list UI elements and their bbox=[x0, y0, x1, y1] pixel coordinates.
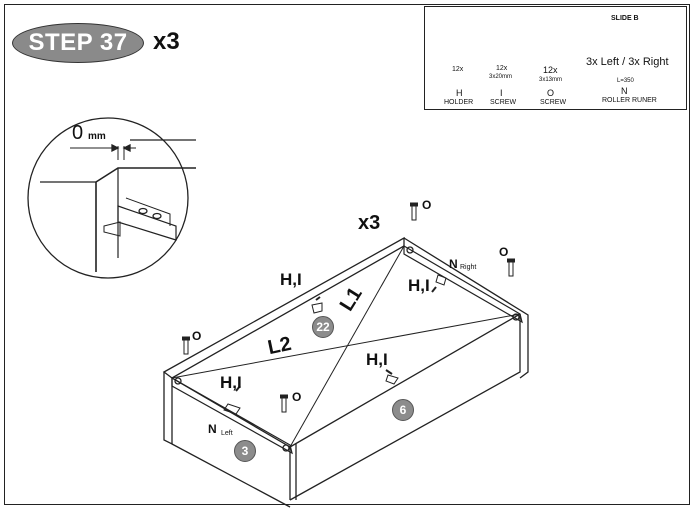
slide-code: N bbox=[621, 86, 628, 96]
label-n-left: N bbox=[208, 422, 217, 436]
screw-o-name: SCREW bbox=[540, 99, 567, 106]
label-o-4: O bbox=[292, 390, 302, 404]
panel-number-side: 3 bbox=[234, 440, 256, 462]
diagram-repeat: x3 bbox=[358, 212, 381, 234]
slide-title: SLIDE B bbox=[611, 15, 639, 22]
slide-length: L=350 bbox=[617, 78, 634, 84]
screw-i-qty: 12x bbox=[496, 65, 508, 72]
parts-list: 12x H HOLDER 12x 3x20mm I SCREW 12x 3x13… bbox=[424, 6, 687, 110]
label-left: Left bbox=[221, 430, 233, 437]
label-hi-right: H,I bbox=[408, 276, 430, 295]
slide-name: ROLLER RUNER bbox=[602, 97, 657, 104]
gap-unit: mm bbox=[88, 131, 106, 142]
panel-number-front: 6 bbox=[392, 399, 414, 421]
screw-i-code: I bbox=[500, 88, 503, 98]
page-frame bbox=[4, 4, 690, 505]
drawer-box bbox=[162, 236, 529, 508]
screw-o-qty: 12x bbox=[543, 65, 558, 75]
label-l2: L2 bbox=[265, 332, 294, 360]
screw-o-code: O bbox=[547, 88, 555, 98]
step-badge: STEP 37 bbox=[12, 23, 144, 63]
gap-value: 0 bbox=[72, 122, 84, 144]
label-o-2: O bbox=[499, 245, 509, 259]
label-n-right: N bbox=[449, 257, 458, 271]
label-o-1: O bbox=[422, 198, 432, 212]
detail-circle bbox=[27, 117, 196, 279]
step-multiplier: x3 bbox=[153, 28, 180, 55]
screw-i-name: SCREW bbox=[490, 99, 517, 106]
screw-o-markers bbox=[182, 202, 515, 413]
holder-name: HOLDER bbox=[444, 99, 474, 106]
label-hi-left: H,I bbox=[220, 373, 242, 392]
holder-qty: 12x bbox=[452, 66, 464, 73]
label-o-3: O bbox=[192, 329, 202, 343]
label-right: Right bbox=[460, 264, 477, 271]
slide-qty: 3x Left / 3x Right bbox=[586, 56, 669, 68]
screw-i-size: 3x20mm bbox=[489, 74, 513, 80]
screw-o-size: 3x13mm bbox=[539, 77, 563, 83]
label-hi-front: H,I bbox=[366, 350, 388, 369]
panel-number-back: 22 bbox=[312, 316, 334, 338]
label-hi-back: H,I bbox=[280, 270, 302, 289]
holder-code: H bbox=[456, 88, 463, 98]
